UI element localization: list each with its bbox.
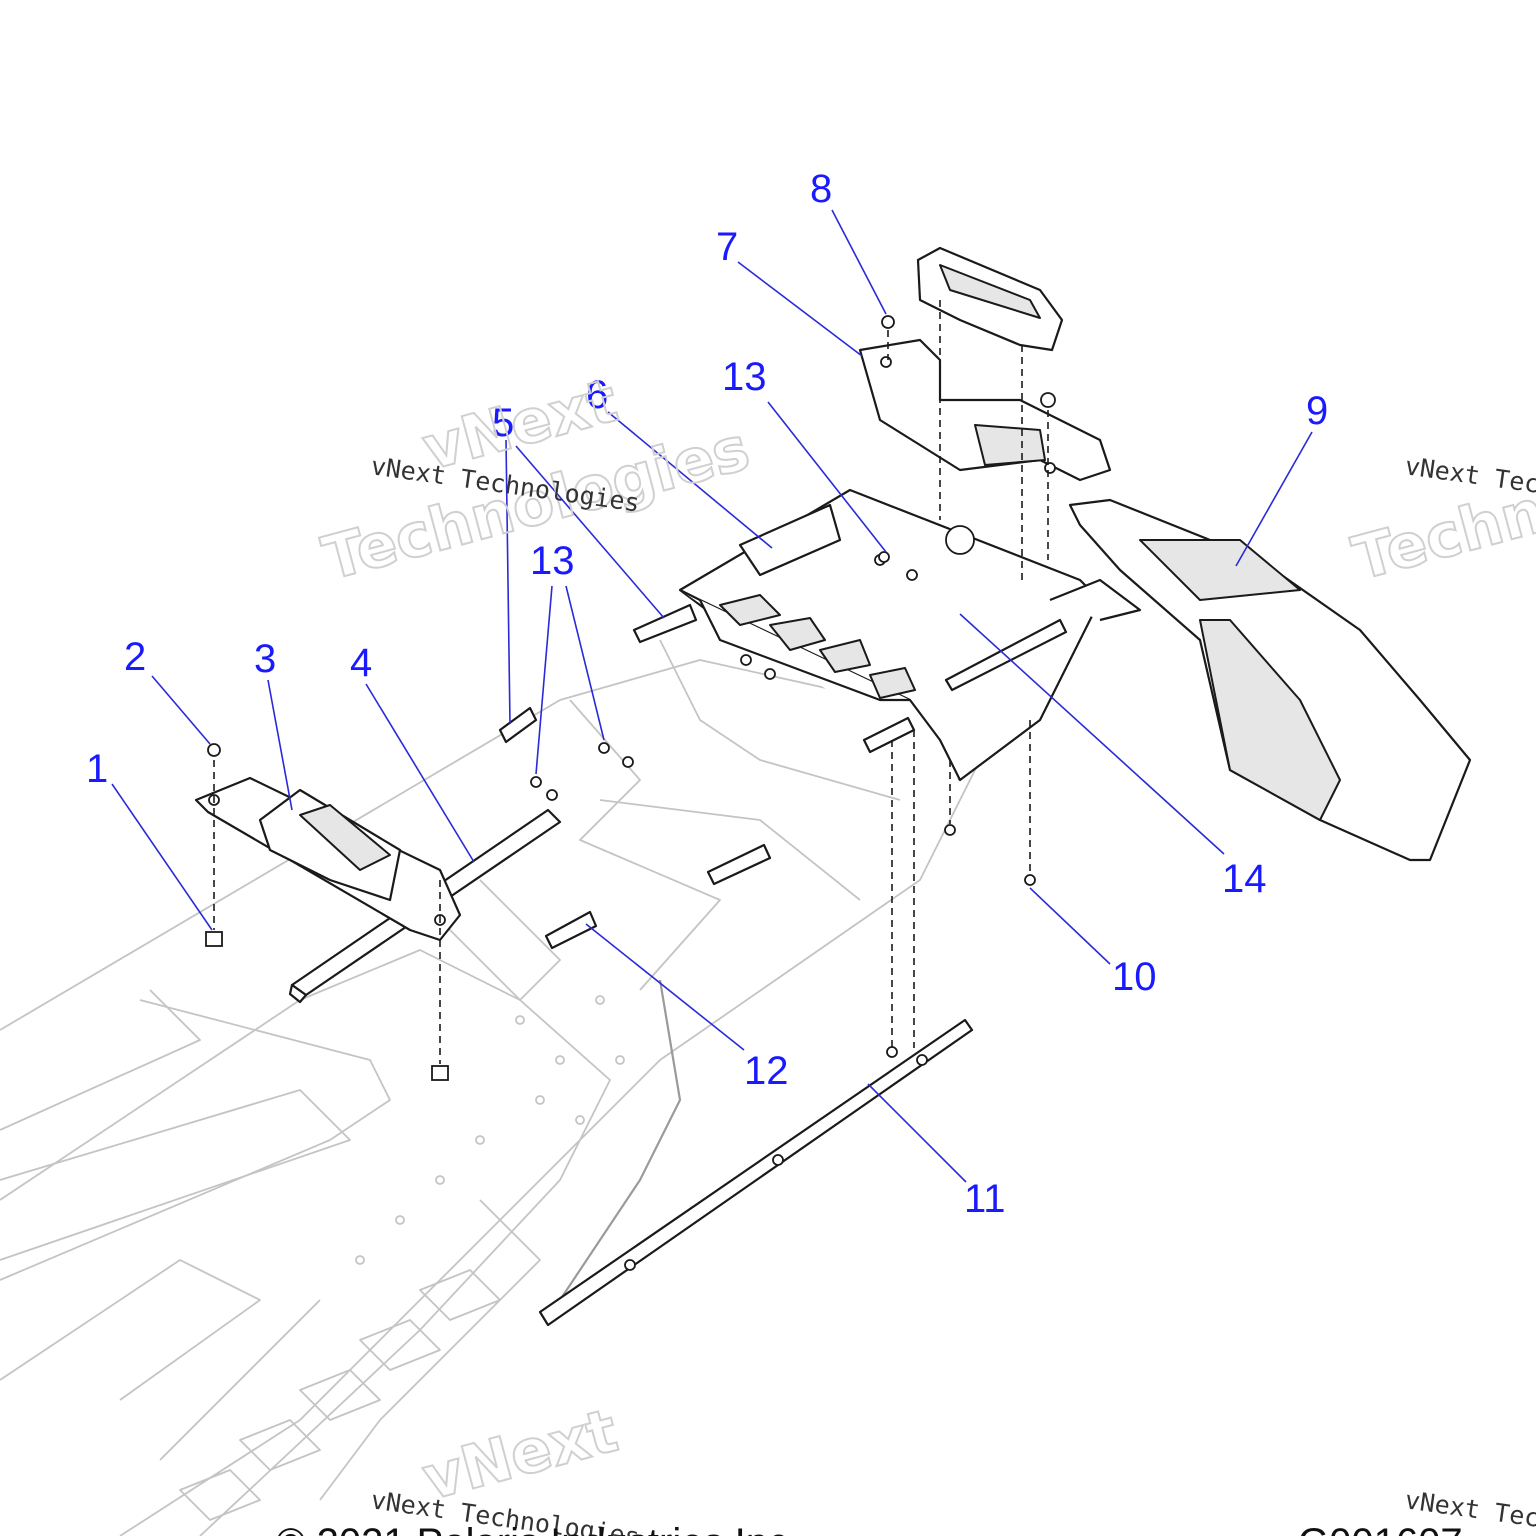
fasteners [205,315,1056,1081]
callout-14: 14 [1222,857,1267,901]
callout-5: 5 [492,401,514,445]
callout-1: 1 [86,747,108,791]
callout-13-left: 13 [530,539,575,583]
callout-13-top: 13 [722,355,767,399]
running-board-rail [538,1018,974,1327]
callout-12: 12 [744,1049,789,1093]
callout-9: 9 [1306,389,1328,433]
callout-11: 11 [964,1177,1006,1221]
decal-12 [544,910,598,950]
decal-tunnel [706,843,772,886]
footer: © 2021 Polaris Industries Inc. G001607 [276,1521,1463,1536]
flap-bracket [858,338,1112,482]
leader-lines [111,209,1313,1183]
callout-4: 4 [350,641,372,685]
watermark-tech-2: Technologies [1346,414,1536,595]
snow-flap [1068,498,1472,862]
callout-3: 3 [254,637,276,681]
callout-7: 7 [716,225,738,269]
top-cover [916,246,1064,352]
callout-6: 6 [586,373,608,417]
footrest-cleats [179,1269,501,1521]
front-bracket [194,776,462,942]
tunnel-rivet-row [355,995,625,1265]
callout-8: 8 [810,167,832,211]
footer-copyright: © 2021 Polaris Industries Inc. [276,1521,799,1536]
callout-10: 10 [1112,955,1157,999]
rear-bumper [678,488,1142,782]
decal-5-right [632,603,698,644]
tunnel-frame [0,639,981,1536]
decal-5-left [498,706,538,744]
callouts: 1 2 3 4 5 6 7 8 9 10 11 12 13 13 14 [86,167,1328,1221]
callout-2: 2 [124,635,146,679]
footer-code: G001607 [1298,1521,1463,1536]
assembly-lines [213,300,1049,1064]
decal-6 [738,503,842,577]
